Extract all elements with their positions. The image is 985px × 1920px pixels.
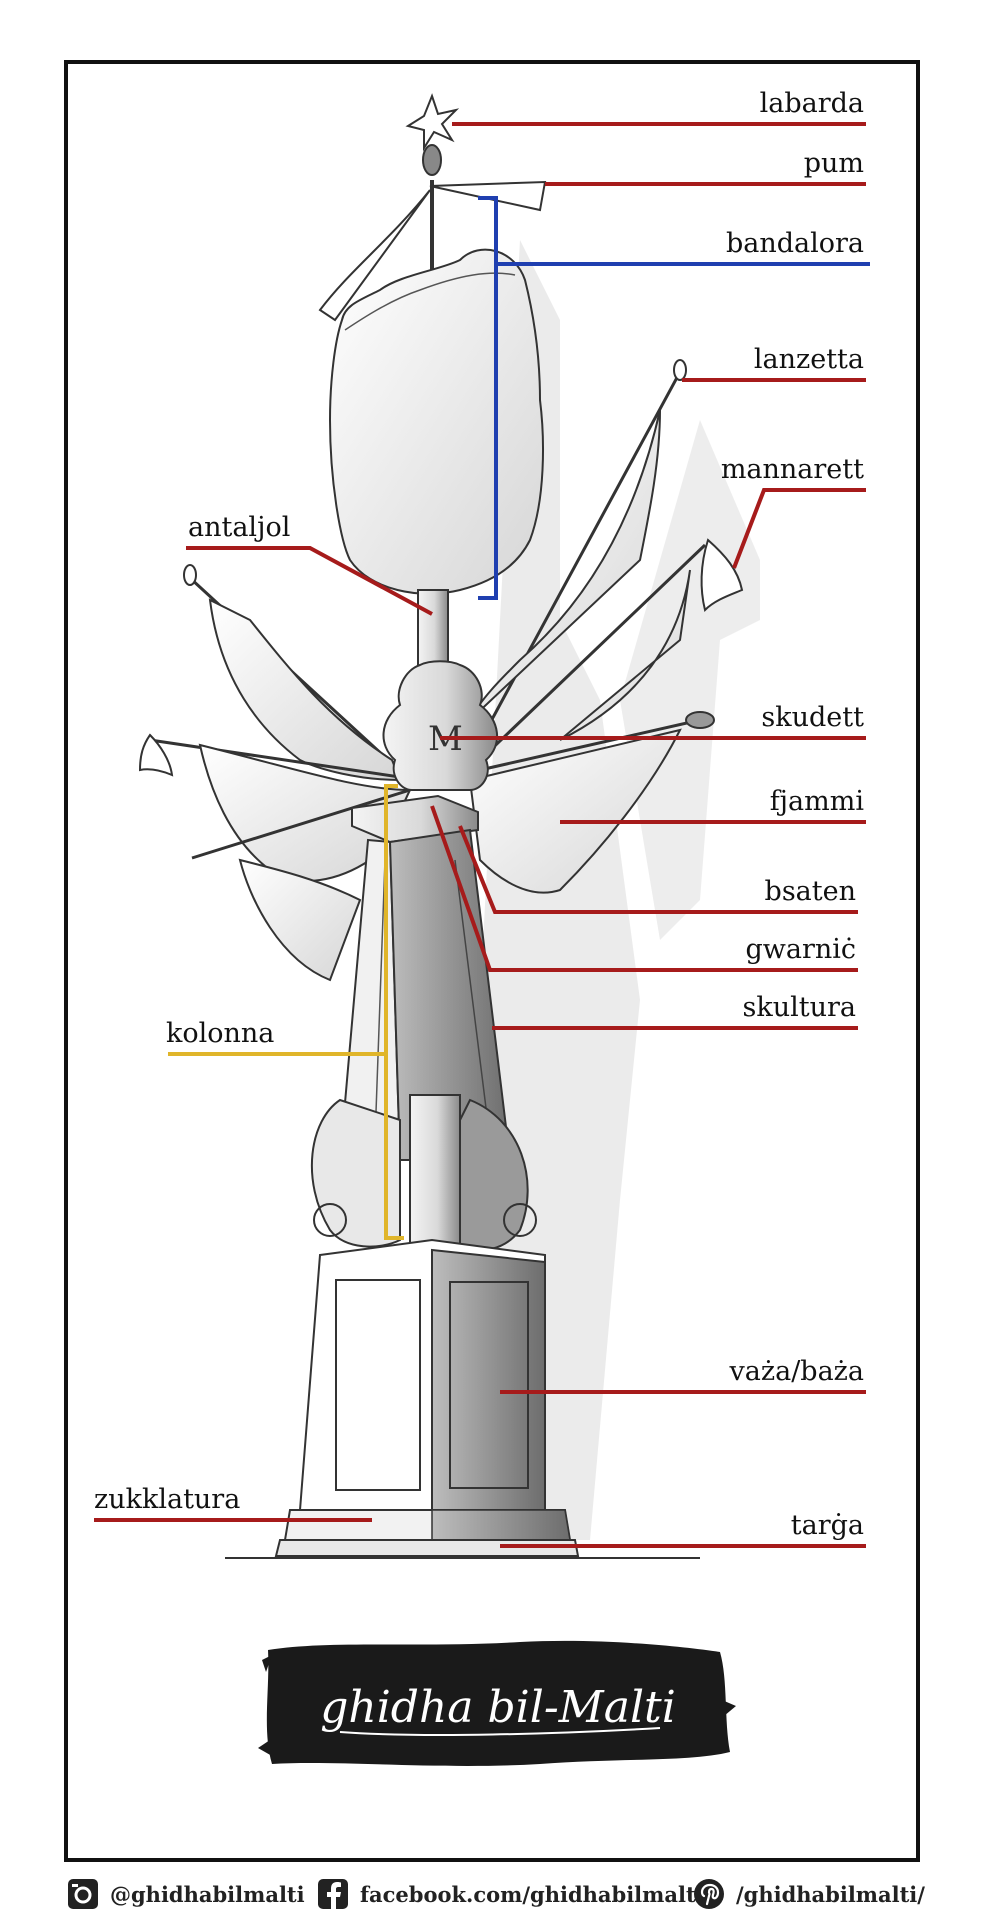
pedestal-base xyxy=(225,1238,700,1559)
labels: labarda pum bandalora lanzetta mannarett… xyxy=(94,88,864,1541)
leader-lines xyxy=(94,122,870,1548)
footer-pinterest-handle: /ghidhabilmalti/ xyxy=(736,1881,925,1907)
footer-social: @ghidhabilmalti facebook.com/ghidhabilma… xyxy=(0,1868,985,1920)
label-labarda: labarda xyxy=(760,88,864,119)
label-lanzetta: lanzetta xyxy=(754,344,864,375)
label-mannarett: mannarett xyxy=(721,454,864,485)
label-skultura: skultura xyxy=(743,992,856,1023)
leader-gwarnic xyxy=(430,805,858,972)
label-bsaten: bsaten xyxy=(765,876,856,907)
main-banner xyxy=(318,180,547,620)
leader-bsaten xyxy=(458,825,858,914)
footer-facebook[interactable]: facebook.com/ghidhabilmalti xyxy=(316,1877,704,1911)
capital xyxy=(351,794,479,844)
label-kolonna: kolonna xyxy=(166,1018,274,1049)
label-antaljol: antaljol xyxy=(188,512,290,543)
footer-instagram-handle: @ghidhabilmalti xyxy=(110,1881,305,1907)
leader-mannarett xyxy=(732,488,866,569)
footer-pinterest[interactable]: /ghidhabilmalti/ xyxy=(692,1877,925,1911)
label-zukklatura: zukklatura xyxy=(94,1484,240,1515)
leader-antaljol xyxy=(186,546,433,616)
label-skudett: skudett xyxy=(761,702,864,733)
label-bandalora: bandalora xyxy=(726,228,864,259)
label-fjammi: fjammi xyxy=(770,786,865,817)
leader-bandalora xyxy=(478,196,870,600)
label-targa: tarġa xyxy=(791,1510,864,1541)
logo-banner: ghidha bil-Malti xyxy=(258,1640,736,1766)
label-gwarnic: gwarniċ xyxy=(745,934,856,965)
logo-text: ghidha bil-Malti xyxy=(320,1682,676,1733)
cartouche xyxy=(382,660,499,791)
label-pum: pum xyxy=(804,148,864,179)
footer-instagram[interactable]: @ghidhabilmalti xyxy=(66,1877,305,1911)
footer-facebook-url: facebook.com/ghidhabilmalti xyxy=(360,1881,704,1907)
drop-shadow-right xyxy=(620,420,760,940)
side-flags xyxy=(138,359,744,982)
label-vaza-baza: vaża/baża xyxy=(729,1356,864,1387)
leader-kolonna xyxy=(168,784,404,1240)
instagram-icon xyxy=(68,1879,98,1909)
pinterest-icon xyxy=(694,1879,724,1909)
facebook-icon xyxy=(318,1879,348,1909)
finial-cross xyxy=(405,93,460,176)
pole-shaft xyxy=(417,589,449,671)
